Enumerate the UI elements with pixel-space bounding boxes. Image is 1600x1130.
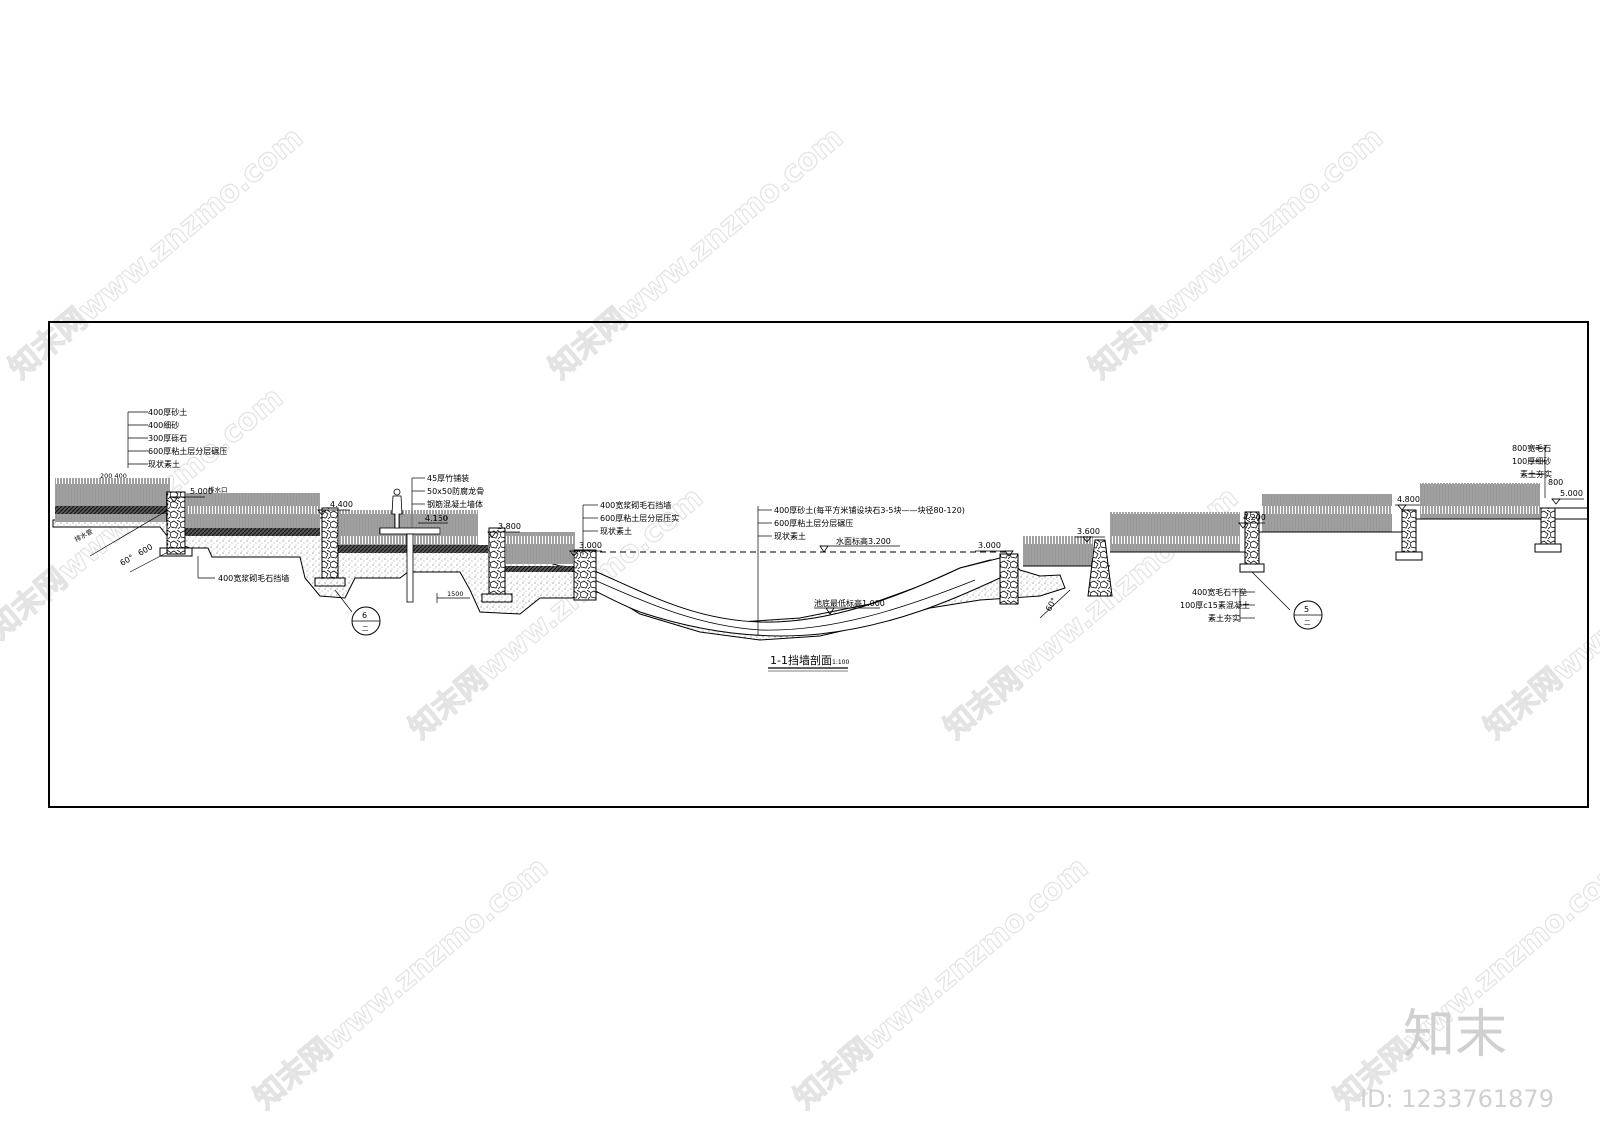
stone-wall-9 [1540, 507, 1556, 545]
left-wall-label: 400宽浆砌毛石挡墙 [218, 573, 289, 583]
layer-dark-4 [505, 566, 580, 572]
pond-bed [582, 557, 1001, 637]
layer-grass-4 [505, 532, 575, 564]
right-bottom-layer-1: 100厚c15素混凝土 [1180, 600, 1250, 610]
drawing-frame [48, 321, 1589, 808]
left-layer-1: 400细砂 [148, 420, 179, 430]
bottom-level-label: 池底最低标高1.000 [814, 598, 885, 608]
left-note-drain: 排水口 [208, 485, 228, 494]
annotation-layer: 400厚砂土 400细砂 300厚砾石 600厚粘土层分层碾压 现状素土 200… [73, 407, 1584, 672]
stone-wall-3 [488, 527, 506, 595]
center-layer-0: 400厚砂土(每平方米铺设块石3-5块——块径80-120) [774, 505, 965, 515]
layer-grass-7 [1262, 494, 1392, 532]
callout-6-denom: 二 [362, 625, 369, 633]
elevation-2: 4.150 [425, 514, 448, 523]
elevation-7: 4.200 [1243, 513, 1266, 522]
elevation-3: 3.800 [498, 522, 521, 531]
watermark-text: 知末网www.znzmo.com [1328, 850, 1600, 1116]
callout-6: 6 二 [334, 589, 381, 636]
elevation-5: 3.000 [978, 541, 1001, 550]
elevation-0: 5.000 [190, 487, 213, 496]
mid-layer-1: 50x50防腐龙骨 [427, 486, 484, 496]
wall-layer-0: 400宽浆砌毛石挡墙 [600, 500, 671, 510]
footing-1 [159, 547, 193, 557]
terrain-section [52, 478, 1588, 641]
layer-grass-8 [1420, 483, 1540, 519]
left-layer-3: 600厚粘土层分层碾压 [148, 446, 227, 456]
title-scale: 1:100 [832, 659, 849, 666]
layer-dark-1 [55, 506, 170, 514]
wall-layer-1: 600厚粘土层分层压实 [600, 513, 679, 523]
drawing-title: 1-1挡墙剖面 1:100 [768, 653, 849, 672]
elevation-8: 4.800 [1397, 495, 1420, 504]
elevation-markers: 5.000 4.400 4.150 3.800 3.000 3.000 3.60… [169, 487, 1584, 557]
watermark-text: 知末网www.znzmo.com [788, 850, 1095, 1116]
slope-right-label: 60° [1044, 596, 1059, 613]
stone-wall-5 [999, 553, 1019, 605]
right-layer-0: 800宽毛石 [1512, 443, 1551, 453]
slope-left-label: 60° [119, 553, 136, 568]
footing-4 [1239, 563, 1265, 573]
elevation-1: 4.400 [330, 500, 353, 509]
left-layer-2: 300厚砾石 [148, 433, 187, 443]
person-figure [391, 488, 403, 529]
callout-5: 5 二 [1251, 571, 1323, 630]
left-layer-list: 400厚砂土 400细砂 300厚砾石 600厚粘土层分层碾压 现状素土 [128, 407, 227, 469]
right-bottom-layer-2: 素土夯实 [1208, 613, 1240, 623]
elevation-6: 3.600 [1077, 527, 1100, 536]
mid-layer-2: 钢筋混凝土墙体 [427, 499, 483, 509]
stone-wall-1 [166, 491, 186, 555]
pond-layer-line [589, 577, 976, 631]
watermark-text: 知末网www.znzmo.com [1083, 120, 1390, 386]
dim-1500-label: 1500 [447, 590, 464, 598]
layer-dark-2 [185, 528, 320, 536]
footing-6 [1534, 543, 1562, 553]
watermark-text: 知末网www.znzmo.com [1478, 480, 1600, 746]
center-layer-2: 现状素土 [774, 531, 806, 541]
left-layer-4: 现状素土 [148, 459, 180, 469]
deck-post [406, 533, 414, 603]
elevation-4: 3.000 [579, 541, 602, 550]
watermark-text: 知末网www.znzmo.com [543, 120, 850, 386]
layer-grass-1 [55, 478, 170, 522]
footing-5 [1395, 551, 1423, 561]
wall-layer-2: 现状素土 [600, 526, 632, 536]
dim-800-label: 800 [1548, 478, 1563, 487]
left-note-top: 200 400 [100, 472, 127, 480]
water-level-label: 水面标高3.200 [836, 536, 891, 546]
layer-grass-6 [1110, 512, 1240, 552]
right-layer-2: 素土夯实 [1520, 469, 1552, 479]
brand-block: 知末 ID: 1233761879 [1360, 1005, 1554, 1113]
callout-6-num: 6 [362, 611, 367, 620]
left-layer-0: 400厚砂土 [148, 407, 187, 417]
mid-layer-0: 45厚竹铺装 [427, 473, 469, 483]
callout-5-num: 5 [1304, 605, 1309, 614]
stone-wall-2 [321, 507, 339, 579]
dim-600-label: 600 [137, 542, 155, 557]
brand-logo: 知末 [1403, 1005, 1507, 1065]
center-layer-1: 600厚粘土层分层碾压 [774, 518, 853, 528]
timber-deck [379, 527, 441, 535]
title-text: 1-1挡墙剖面 [770, 653, 832, 667]
right-layer-1: 100厚细砂 [1512, 456, 1551, 466]
footing-2 [314, 577, 346, 587]
stone-wall-4 [573, 549, 597, 601]
stone-wall-6 [1087, 539, 1113, 597]
layer-grass-5 [1023, 536, 1093, 566]
stone-wall-8 [1401, 509, 1417, 553]
right-bottom-layer-0: 400宽毛石干垒 [1192, 587, 1247, 597]
footing-3 [481, 593, 513, 603]
elevation-9: 5.000 [1560, 489, 1583, 498]
callout-5-denom: 二 [1304, 619, 1311, 627]
brand-id: ID: 1233761879 [1360, 1085, 1554, 1113]
watermark-text: 知末网www.znzmo.com [248, 850, 555, 1116]
